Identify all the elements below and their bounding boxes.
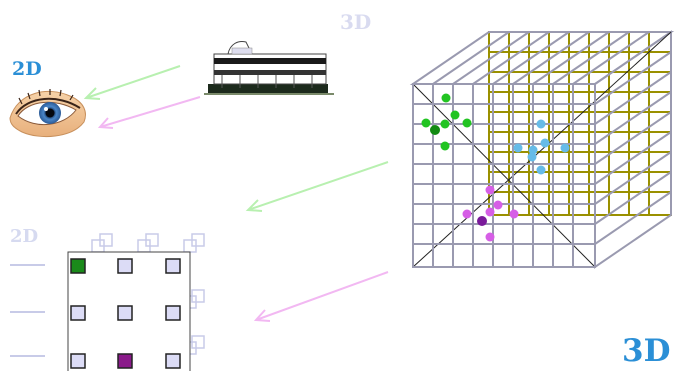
arrow-building-to-eye-green — [86, 66, 180, 99]
arrow-building-to-eye-pink — [100, 97, 200, 128]
building-icon — [204, 42, 334, 95]
arrow-cube-to-grid-green — [248, 162, 388, 211]
cluster-green — [422, 94, 472, 151]
cluster-magenta — [463, 186, 519, 242]
cluster-blue — [514, 120, 570, 175]
eye-icon — [10, 89, 85, 137]
side-ticks — [10, 265, 45, 356]
arrow-cube-to-grid-pink — [256, 272, 388, 321]
grid-2d — [10, 234, 204, 371]
cube-3d — [413, 32, 671, 267]
cube-diagonals — [413, 32, 671, 267]
